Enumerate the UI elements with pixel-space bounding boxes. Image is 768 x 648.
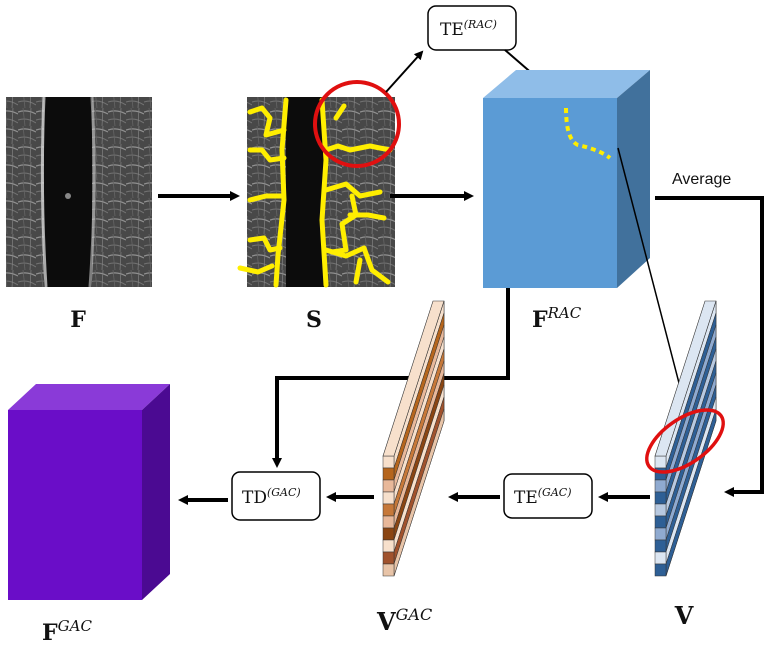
v-stack-cell [654, 455, 667, 469]
arrow-path-to-v [617, 147, 689, 412]
arrow-average-to-v [655, 196, 764, 497]
arrow-frac-to-td-gac [272, 288, 510, 468]
arrow-circle-to-te-rac [385, 50, 424, 93]
label-v: V [674, 601, 694, 630]
vgac-stack-cell [382, 539, 395, 553]
vgac-stack-top [382, 300, 445, 457]
svg-text:TD(GAC): TD(GAC) [242, 486, 301, 508]
v-stack-cell [654, 551, 667, 565]
label-vgac: VGAC [376, 605, 432, 636]
v-stack-cell [654, 563, 667, 577]
v-stack-cell [654, 503, 667, 517]
v-vector-stack [654, 300, 717, 577]
vgac-stack-cell [382, 563, 395, 577]
te-rac-box: TE(RAC) [427, 5, 517, 51]
v-stack-cell [654, 515, 667, 529]
label-average: Average [672, 171, 731, 188]
image-f [6, 96, 152, 288]
vgac-stack-cell [382, 491, 395, 505]
label-frac: FRAC [532, 304, 582, 333]
vgac-stack-cell [382, 467, 395, 481]
vgac-stack-cell [382, 527, 395, 541]
vgac-stack-cell [382, 503, 395, 517]
te-gac-box: TE(GAC) [503, 473, 593, 519]
label-f: F [70, 307, 86, 333]
v-stack-cell [654, 491, 667, 505]
v-stack-cell [654, 527, 667, 541]
v-stack-top [654, 300, 717, 457]
image-s [237, 80, 401, 288]
vgac-stack-cell [382, 479, 395, 493]
vessel-segmentation [237, 97, 393, 288]
svg-text:TE(GAC): TE(GAC) [514, 486, 571, 508]
v-stack-cell [654, 539, 667, 553]
svg-text:TE(RAC): TE(RAC) [440, 18, 497, 40]
label-fgac: FGAC [42, 617, 92, 646]
v-stack-cell [654, 479, 667, 493]
td-gac-box: TD(GAC) [231, 471, 321, 521]
label-s: S [306, 307, 322, 333]
vgac-stack-cell [382, 551, 395, 565]
vgac-stack-cell [382, 455, 395, 469]
vessel-path-dashed [564, 107, 612, 160]
vgac-stack-cell [382, 515, 395, 529]
frac-cube [483, 70, 650, 288]
vgac-vector-stack [382, 300, 445, 577]
highlight-ellipse-v [645, 408, 725, 474]
fgac-cube [8, 384, 170, 600]
highlight-circle-s [313, 80, 401, 168]
